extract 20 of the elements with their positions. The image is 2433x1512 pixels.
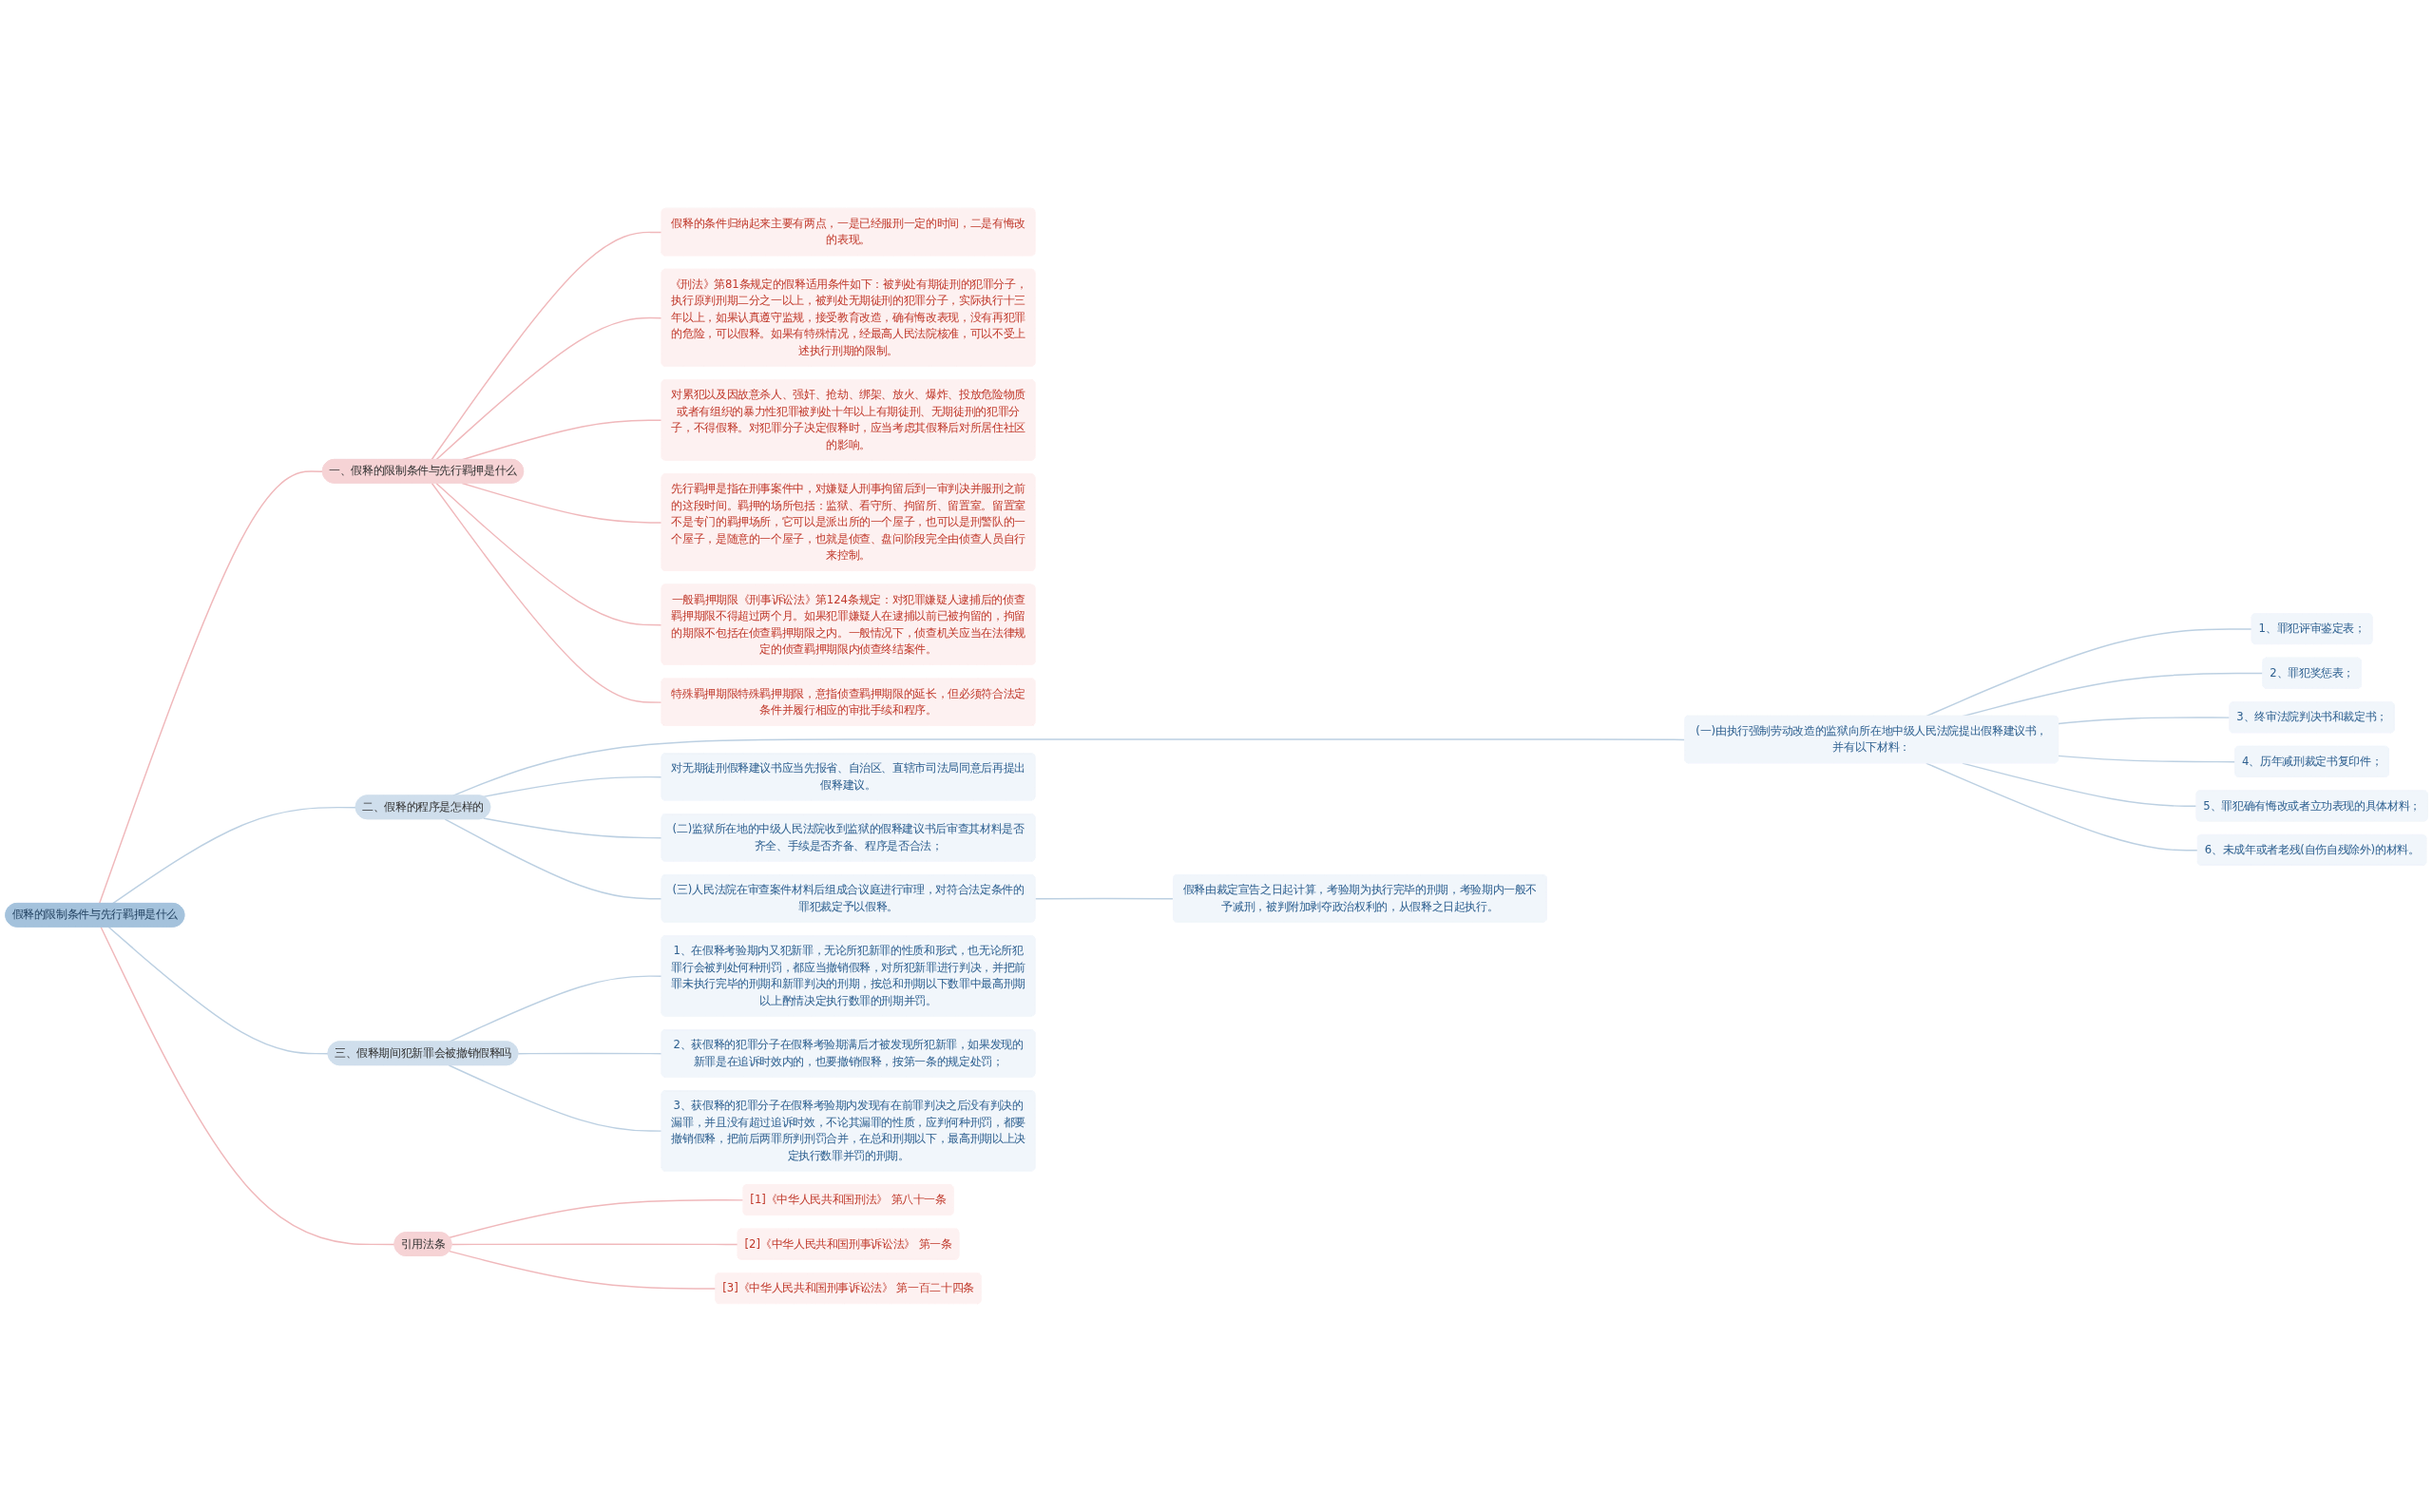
connector: [517, 1052, 663, 1055]
connector: [431, 482, 663, 703]
connector: [111, 806, 357, 905]
connector: [435, 482, 663, 626]
connector: [100, 926, 396, 1246]
connector: [435, 316, 663, 461]
connector: [482, 817, 663, 839]
connector: [444, 818, 663, 900]
connector: [2058, 755, 2236, 763]
connector: [482, 775, 663, 798]
connector: [1034, 897, 1175, 900]
connector: [107, 926, 330, 1055]
connector: [1925, 762, 2199, 852]
connector: [448, 1064, 663, 1132]
connector: [1925, 628, 2253, 718]
connector: [431, 231, 663, 461]
connector: [450, 1243, 739, 1246]
connector: [98, 470, 324, 905]
connector: [449, 1199, 745, 1238]
connector: [1962, 762, 2198, 807]
